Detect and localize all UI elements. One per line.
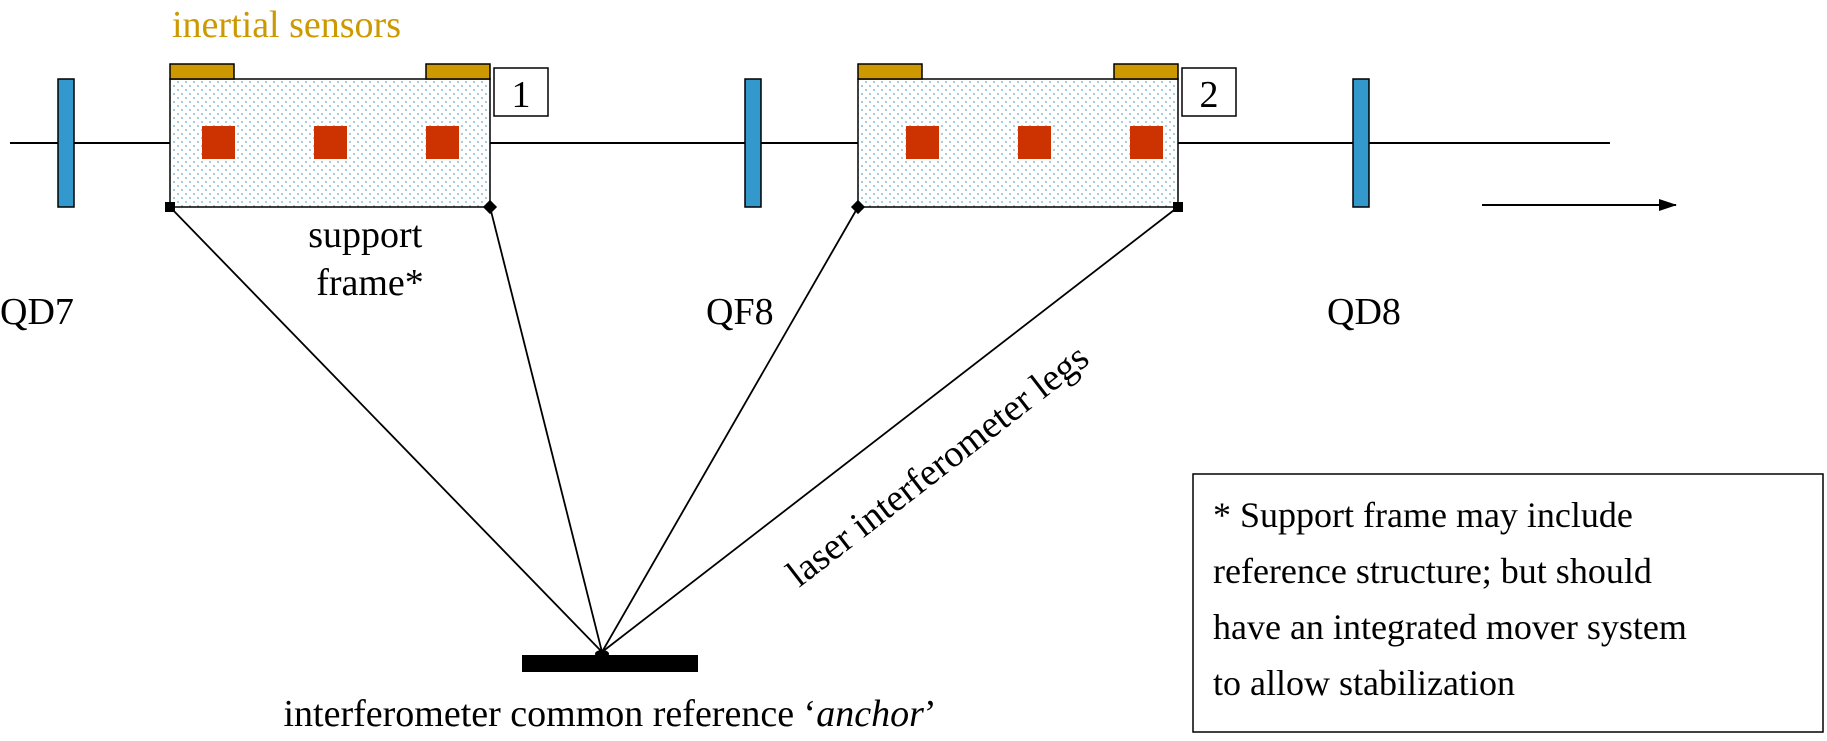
- anchor-point: [595, 650, 609, 658]
- qf8-label: QF8: [706, 291, 774, 333]
- svg-text:* Support frame may include: * Support frame may include reference st…: [1213, 495, 1696, 703]
- footnote-line2: reference structure; but should: [1213, 551, 1652, 591]
- support-frame-1: 1: [169, 63, 549, 208]
- qd7-label: QD7: [0, 291, 74, 333]
- anchor-label-suffix: ’: [924, 693, 937, 735]
- inertial-sensor: [1113, 63, 1179, 80]
- magnet-qf8: [744, 78, 762, 208]
- inertial-sensors-label: inertial sensors: [172, 4, 401, 46]
- leg-attachment-point: [1173, 202, 1183, 212]
- footnote-line3: have an integrated mover system: [1213, 607, 1687, 647]
- red-block: [906, 126, 939, 159]
- anchor-label-prefix: interferometer common reference ‘: [283, 693, 816, 735]
- frame-2-number-box: [1181, 67, 1237, 117]
- red-block: [202, 126, 235, 159]
- footnote-line1: * Support frame may include: [1213, 495, 1633, 535]
- support-frame-label: support frame*: [308, 214, 432, 304]
- frame-2-number: 2: [1200, 74, 1219, 116]
- inertial-sensor: [169, 63, 235, 80]
- support-frame-label-line1: support: [308, 214, 422, 256]
- anchor-label-italic: anchor: [816, 693, 924, 735]
- leg-attachment-point: [482, 199, 498, 215]
- qd8-label: QD8: [1327, 291, 1401, 333]
- anchor-label: interferometer common reference ‘anchor’: [283, 693, 936, 735]
- red-block: [1130, 126, 1163, 159]
- red-block: [314, 126, 347, 159]
- frame-1-number: 1: [512, 74, 531, 116]
- red-block: [426, 126, 459, 159]
- footnote-line4: to allow stabilization: [1213, 663, 1515, 703]
- inertial-sensor: [425, 63, 491, 80]
- leg-attachment-point: [850, 199, 866, 215]
- red-block: [1018, 126, 1051, 159]
- magnet-qd8: [1352, 78, 1370, 208]
- leg-attachment-point: [165, 202, 175, 212]
- laser-interferometer-legs: [169, 206, 1179, 653]
- anchor-base: [522, 655, 698, 672]
- inertial-sensor: [857, 63, 923, 80]
- frame-1-number-box: [493, 67, 549, 117]
- support-frame-2: 2: [857, 63, 1237, 208]
- support-frame-label-line2: frame*: [316, 262, 424, 304]
- magnet-qd7: [57, 78, 75, 208]
- footnote-box: * Support frame may include reference st…: [1192, 473, 1824, 733]
- laser-legs-label: laser interferometer legs: [779, 336, 1097, 595]
